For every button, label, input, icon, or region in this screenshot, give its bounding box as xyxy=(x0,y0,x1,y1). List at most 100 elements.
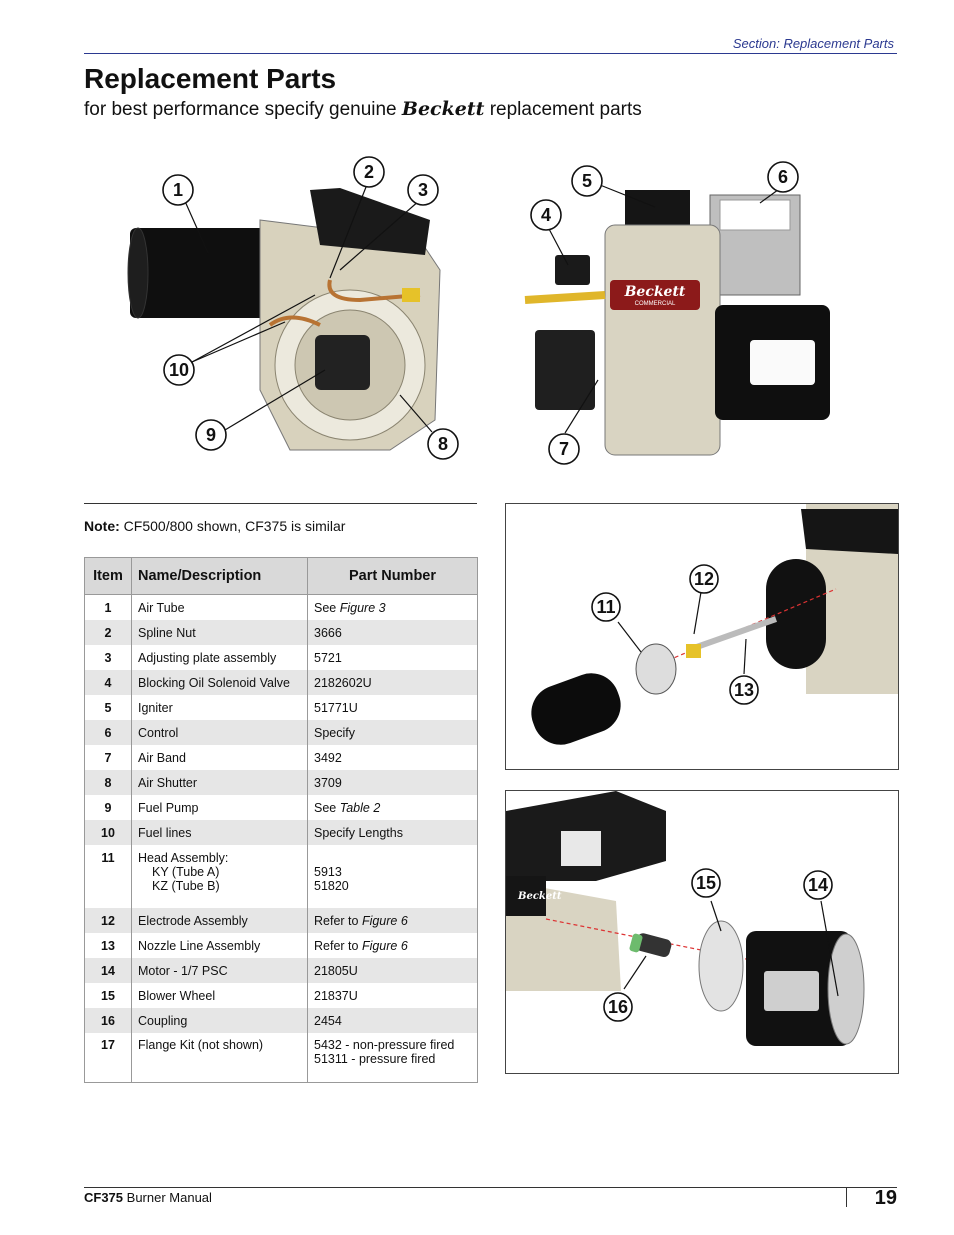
callout-1: 1 xyxy=(162,174,194,206)
motor-badge: Beckett xyxy=(517,891,562,902)
row-name-sub: KZ (Tube B) xyxy=(152,879,220,893)
row-part: Specify Lengths xyxy=(307,820,478,845)
row-item: 6 xyxy=(84,720,132,745)
motor-blower-figure-box: Beckett 15 14 16 xyxy=(505,790,899,1074)
callout-3: 3 xyxy=(407,174,439,206)
table-header-row: Item Name/Description Part Number xyxy=(84,557,478,595)
callout-8: 8 xyxy=(427,428,459,460)
callout-5: 5 xyxy=(571,165,603,197)
table-row: 9 Fuel Pump See Table 2 xyxy=(84,795,478,820)
svg-text:7: 7 xyxy=(559,439,569,459)
row-item: 1 xyxy=(84,594,132,620)
table-row: 7 Air Band 3492 xyxy=(84,745,478,770)
svg-text:3: 3 xyxy=(418,180,428,200)
table-row: 15 Blower Wheel 21837U xyxy=(84,983,478,1008)
row-name-sub: KY (Tube A) xyxy=(152,865,220,879)
note-label: Note: xyxy=(84,518,120,534)
row-part: 3492 xyxy=(307,745,478,770)
table-row: 14 Motor - 1/7 PSC 21805U xyxy=(84,958,478,983)
callout-7: 7 xyxy=(548,433,580,465)
row-part: See Figure 3 xyxy=(307,594,478,620)
brand-name: Beckett xyxy=(401,98,485,120)
row-item: 12 xyxy=(84,908,132,933)
header-part-number: Part Number xyxy=(307,557,478,595)
callout-11: 11 xyxy=(591,592,621,622)
row-name: Electrode Assembly xyxy=(131,908,308,933)
row-item: 5 xyxy=(84,695,132,720)
svg-text:11: 11 xyxy=(596,597,615,617)
row-part: 51771U xyxy=(307,695,478,720)
row-part: 3709 xyxy=(307,770,478,795)
table-row: 8 Air Shutter 3709 xyxy=(84,770,478,795)
subtitle-before: for best performance specify genuine xyxy=(84,99,397,120)
callout-10: 10 xyxy=(163,354,195,386)
callout-13: 13 xyxy=(729,675,759,705)
svg-text:16: 16 xyxy=(608,997,628,1017)
row-part: 5432 - non-pressure fired 51311 - pressu… xyxy=(307,1033,478,1083)
row-name: Blocking Oil Solenoid Valve xyxy=(131,670,308,695)
svg-text:13: 13 xyxy=(734,680,754,700)
svg-text:14: 14 xyxy=(808,875,828,895)
row-name: Fuel Pump xyxy=(131,795,308,820)
table-row: 2 Spline Nut 3666 xyxy=(84,620,478,645)
table-row: 10 Fuel lines Specify Lengths xyxy=(84,820,478,845)
table-ref: Table 2 xyxy=(339,800,381,815)
footer-model: CF375 xyxy=(84,1190,124,1205)
motor-blower-figure: Beckett 15 14 16 xyxy=(506,791,865,1046)
figure-ref: Figure 3 xyxy=(339,600,386,615)
header-name: Name/Description xyxy=(131,557,308,595)
table-row: 12 Electrode Assembly Refer to Figure 6 xyxy=(84,908,478,933)
page-title: Replacement Parts xyxy=(84,63,337,94)
burner-side-figure: 1 2 3 10 9 8 xyxy=(127,156,459,460)
head-assembly-figure-box: 11 12 13 xyxy=(505,503,899,770)
row-item: 13 xyxy=(84,933,132,958)
row-name: Nozzle Line Assembly xyxy=(131,933,308,958)
svg-text:5: 5 xyxy=(582,171,592,191)
row-part: 2454 xyxy=(307,1008,478,1033)
table-row: 6 Control Specify xyxy=(84,720,478,745)
row-part: 5721 xyxy=(307,645,478,670)
table-row: 11 Head Assembly: KY (Tube A) KZ (Tube B… xyxy=(84,845,478,908)
callout-14: 14 xyxy=(803,870,833,900)
row-part: 21805U xyxy=(307,958,478,983)
callout-16: 16 xyxy=(603,992,633,1022)
callout-15: 15 xyxy=(691,868,721,898)
callout-4: 4 xyxy=(530,199,562,231)
footer-manual-name: CF375 Burner Manual xyxy=(84,1190,212,1205)
row-name: Igniter xyxy=(131,695,308,720)
table-row: 5 Igniter 51771U xyxy=(84,695,478,720)
row-item: 9 xyxy=(84,795,132,820)
row-item: 8 xyxy=(84,770,132,795)
row-item: 7 xyxy=(84,745,132,770)
footer-manual: Burner Manual xyxy=(123,1190,212,1205)
row-name: Blower Wheel xyxy=(131,983,308,1008)
svg-text:8: 8 xyxy=(438,434,448,454)
section-label: Section: Replacement Parts xyxy=(732,36,894,51)
row-item: 2 xyxy=(84,620,132,645)
row-part: Refer to Figure 6 xyxy=(307,908,478,933)
page-number: 19 xyxy=(874,1187,897,1209)
row-item: 17 xyxy=(84,1033,132,1083)
head-assembly-figure: 11 12 13 xyxy=(531,504,898,745)
row-part: See Table 2 xyxy=(307,795,478,820)
row-item: 16 xyxy=(84,1008,132,1033)
brand-badge: Beckett xyxy=(624,284,686,300)
row-part: Specify xyxy=(307,720,478,745)
row-name: Spline Nut xyxy=(131,620,308,645)
parts-table: Item Name/Description Part Number 1 Air … xyxy=(84,557,478,1083)
header-item: Item xyxy=(84,557,132,595)
svg-text:9: 9 xyxy=(206,425,216,445)
table-row: 4 Blocking Oil Solenoid Valve 2182602U xyxy=(84,670,478,695)
row-item: 4 xyxy=(84,670,132,695)
svg-text:10: 10 xyxy=(169,360,189,380)
footer-divider xyxy=(846,1187,847,1207)
row-item: 11 xyxy=(84,845,132,908)
svg-text:15: 15 xyxy=(696,873,716,893)
figure-ref: Figure 6 xyxy=(361,913,408,928)
row-name: Adjusting plate assembly xyxy=(131,645,308,670)
svg-text:12: 12 xyxy=(694,569,714,589)
row-name: Control xyxy=(131,720,308,745)
table-row: 17 Flange Kit (not shown) 5432 - non-pre… xyxy=(84,1033,478,1083)
row-name: Air Shutter xyxy=(131,770,308,795)
row-item: 10 xyxy=(84,820,132,845)
